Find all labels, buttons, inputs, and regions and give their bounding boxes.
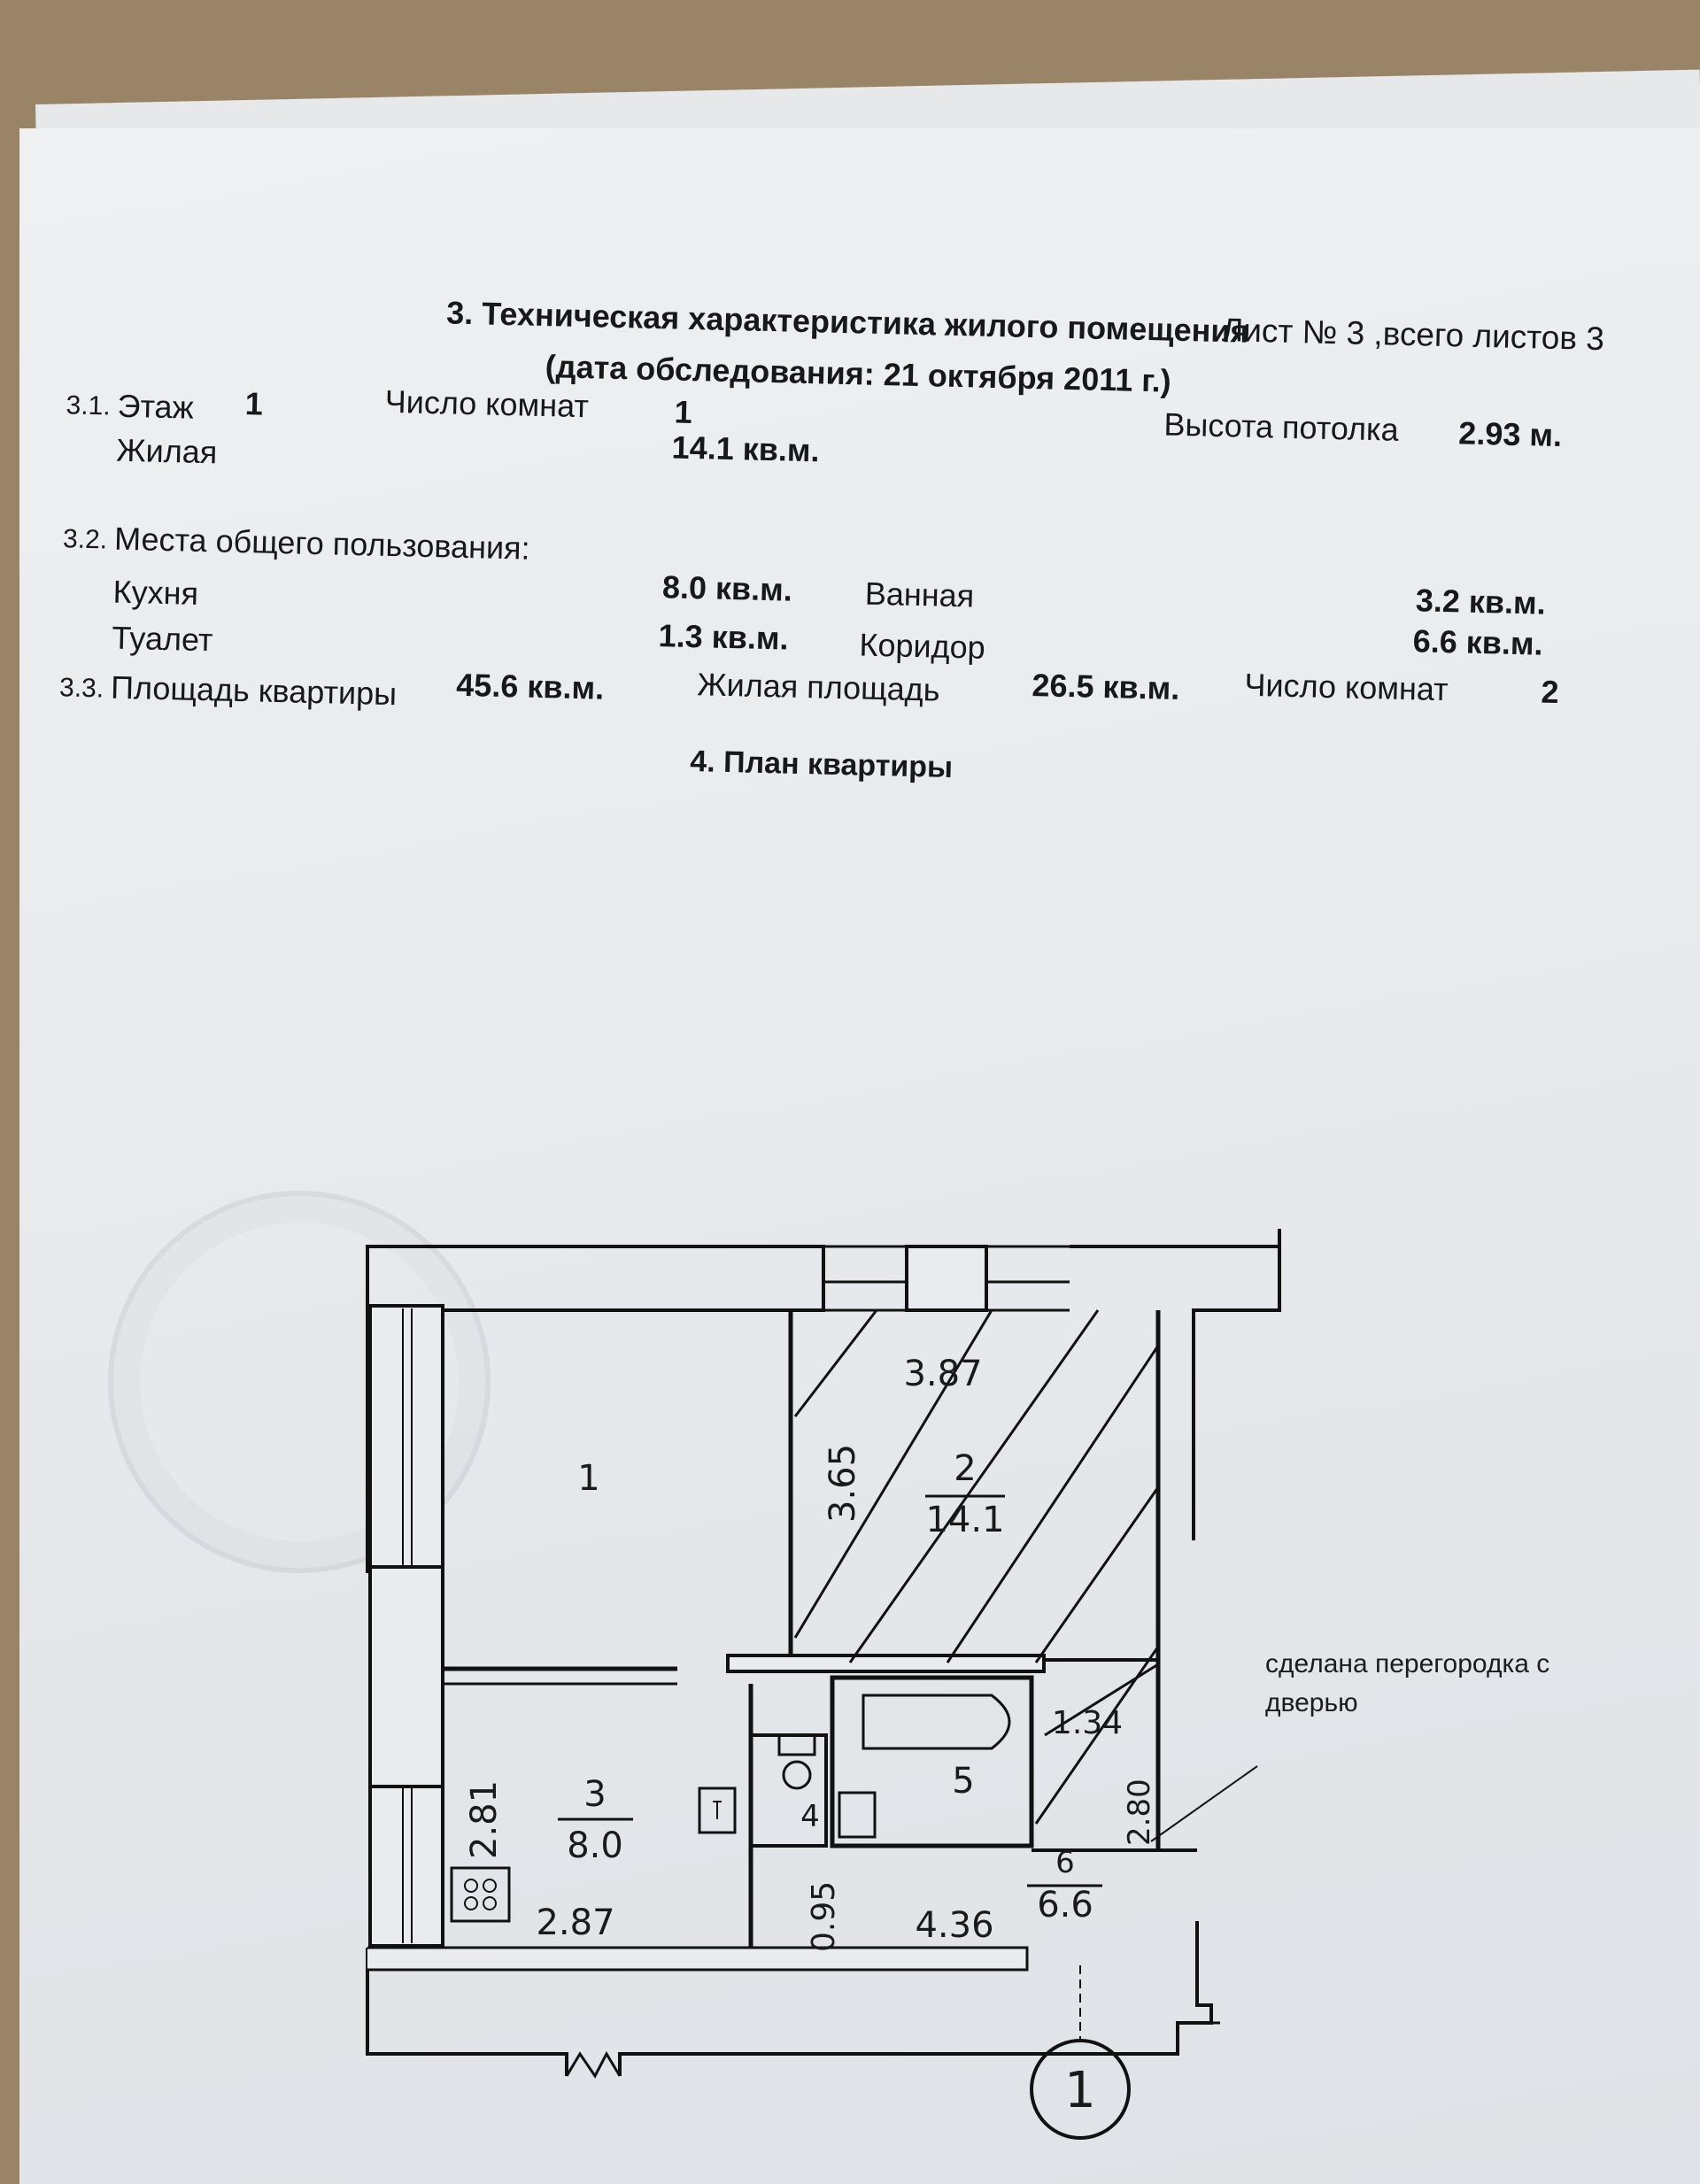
handwritten-note: сделана перегородка с дверью — [1265, 1649, 1550, 1717]
room-3-number: 3 — [583, 1774, 606, 1815]
corridor-width: 0.95 — [806, 1881, 842, 1952]
room-1-number: 1 — [577, 1458, 599, 1499]
window-pier-left — [368, 1565, 444, 1788]
wall-bottom — [366, 1948, 568, 2076]
room-3-width: 2.87 — [536, 1902, 614, 1943]
floor-plan — [366, 1229, 1281, 2140]
room-3-side: 2.81 — [464, 1780, 505, 1859]
corridor-length: 4.36 — [915, 1905, 993, 1946]
sink-kitchen — [698, 1787, 737, 1834]
room-2-width: 3.87 — [903, 1354, 982, 1394]
room-3-area: 8.0 — [567, 1825, 623, 1866]
room-2-area: 14.1 — [925, 1500, 1004, 1540]
room-6-number: 6 — [1055, 1845, 1075, 1880]
bathroom — [830, 1675, 1034, 1848]
room-6-area: 6.6 — [1037, 1885, 1093, 1925]
room-2-number: 2 — [954, 1448, 976, 1489]
bathtub — [862, 1694, 1011, 1750]
room-4-number: 4 — [800, 1799, 820, 1834]
axis-label: 1 — [1064, 2062, 1096, 2119]
document-page: Лист № 3 ,всего листов 3 3. Техническая … — [19, 128, 1700, 2184]
toilet-bowl — [782, 1760, 812, 1790]
room-2-length: 3.65 — [823, 1444, 863, 1523]
window-left-lower — [368, 1785, 444, 1948]
note-leader — [1150, 1765, 1258, 1842]
room-2-hatching — [793, 1309, 1160, 1825]
hall-dimension-b: 2.80 — [1122, 1779, 1157, 1846]
window-pier — [905, 1245, 988, 1312]
floor-plan-labels: 1 3.87 3.65 2 14.1 3 8.0 2.81 2.87 4 5 6… — [464, 1354, 1157, 2119]
hall-dimension-a: 1.34 — [1052, 1705, 1123, 1741]
window-left-upper — [368, 1304, 444, 1573]
sink-bath — [838, 1791, 877, 1839]
stove — [450, 1866, 511, 1923]
room-5-number: 5 — [952, 1761, 974, 1802]
faded-stamp — [108, 1191, 491, 1573]
